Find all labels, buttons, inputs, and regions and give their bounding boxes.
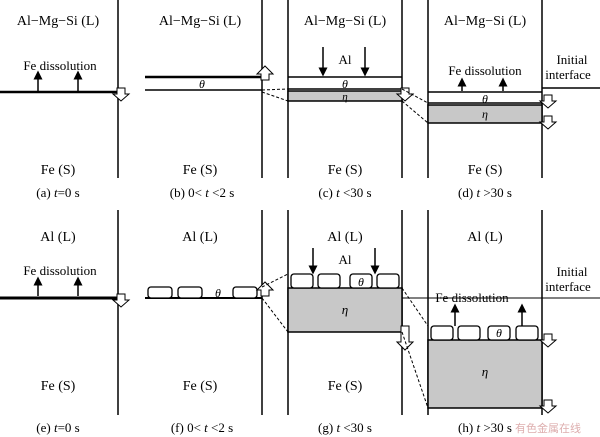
hollow-down-arrow — [111, 293, 131, 308]
panel-c: Al−Mg−Si (L) Al θ η Fe (S) — [287, 14, 403, 178]
caption-a: (a) t=0 s — [36, 185, 79, 200]
caption-c: (c) t <30 s — [318, 185, 371, 200]
theta-label: θ — [358, 275, 364, 289]
solid-label: Fe (S) — [41, 379, 76, 394]
hollow-up-arrow — [255, 281, 275, 297]
solid-label: Fe (S) — [183, 163, 218, 178]
theta-label: θ — [482, 92, 488, 106]
hollow-up-arrow — [255, 65, 275, 81]
solid-label: Fe (S) — [328, 163, 363, 178]
theta-label: θ — [199, 77, 205, 91]
fe-dissolution-label: Fe dissolution — [448, 63, 522, 78]
theta-label: θ — [342, 77, 348, 91]
theta-grain — [177, 286, 203, 299]
initial-label: Initial — [556, 264, 587, 279]
dashed-connectors — [401, 88, 429, 124]
eta-label: η — [482, 364, 488, 379]
dashed-connectors — [401, 287, 429, 409]
interface-label: interface — [545, 279, 591, 294]
fe-dissolution-label: Fe dissolution — [23, 58, 97, 73]
caption-b: (b) 0< t <2 s — [170, 185, 235, 200]
hollow-down-arrow — [538, 399, 558, 414]
panel-f: Al (L) θ Fe (S) — [145, 230, 262, 394]
dashed-connectors — [261, 273, 289, 333]
theta-grain — [349, 273, 373, 289]
solid-label: Fe (S) — [183, 379, 218, 394]
panel-b: Al−Mg−Si (L) θ Fe (S) — [145, 14, 262, 178]
caption-h: (h) t >30 s — [458, 420, 512, 435]
solid-label: Fe (S) — [468, 163, 503, 178]
liquid-label: Al (L) — [182, 230, 218, 245]
fe-dissolution-label: Fe dissolution — [23, 263, 97, 278]
caption-f: (f) 0< t <2 s — [171, 420, 233, 435]
theta-grain — [232, 286, 258, 299]
solid-label: Fe (S) — [328, 379, 363, 394]
eta-layer — [427, 104, 543, 124]
eta-label: η — [482, 107, 488, 121]
panel-g: Al (L) Al θ η Fe (S) — [287, 230, 403, 394]
theta-grain — [317, 273, 341, 289]
liquid-label: Al (L) — [467, 230, 503, 245]
liquid-label: Al−Mg−Si (L) — [17, 14, 100, 29]
caption-e: (e) t=0 s — [36, 420, 79, 435]
liquid-label: Al−Mg−Si (L) — [159, 14, 242, 29]
theta-grain — [515, 325, 539, 341]
panel-a: Al−Mg−Si (L) Fe dissolution Fe (S) — [0, 14, 118, 178]
eta-layer — [287, 287, 403, 333]
theta-grain — [147, 286, 173, 299]
theta-grain — [290, 273, 314, 289]
interface-label: interface — [545, 67, 591, 82]
dashed-connectors — [261, 88, 289, 102]
hollow-down-arrow — [111, 87, 131, 102]
caption-g: (g) t <30 s — [318, 420, 372, 435]
al-label: Al — [339, 52, 352, 67]
initial-label: Initial — [556, 52, 587, 67]
eta-label: η — [342, 91, 347, 103]
al-label: Al — [339, 252, 352, 267]
liquid-label: Al (L) — [327, 230, 363, 245]
hollow-down-arrow — [395, 87, 415, 102]
liquid-label: Al (L) — [40, 230, 76, 245]
theta-grain — [376, 273, 400, 289]
liquid-label: Al−Mg−Si (L) — [444, 14, 527, 29]
theta-grain — [430, 325, 454, 341]
eta-layer — [427, 339, 543, 409]
theta-label: θ — [496, 326, 502, 340]
theta-grain — [457, 325, 481, 341]
eta-label: η — [342, 302, 348, 317]
hollow-down-arrow — [395, 325, 415, 351]
hollow-down-arrow — [538, 94, 558, 109]
panel-d: Al−Mg−Si (L) Fe dissolution θ η Fe (S) — [427, 14, 543, 178]
theta-label: θ — [215, 286, 221, 300]
theta-grain — [487, 325, 511, 341]
liquid-label: Al−Mg−Si (L) — [304, 14, 387, 29]
hollow-down-arrow — [538, 333, 558, 348]
solid-label: Fe (S) — [41, 163, 76, 178]
hollow-down-arrow — [538, 115, 558, 130]
caption-d: (d) t >30 s — [458, 185, 512, 200]
panel-h: Al (L) Fe dissolution θ η — [427, 230, 543, 409]
watermark: 有色金属在线 — [515, 421, 581, 435]
panel-e: Al (L) Fe dissolution Fe (S) — [0, 230, 118, 394]
